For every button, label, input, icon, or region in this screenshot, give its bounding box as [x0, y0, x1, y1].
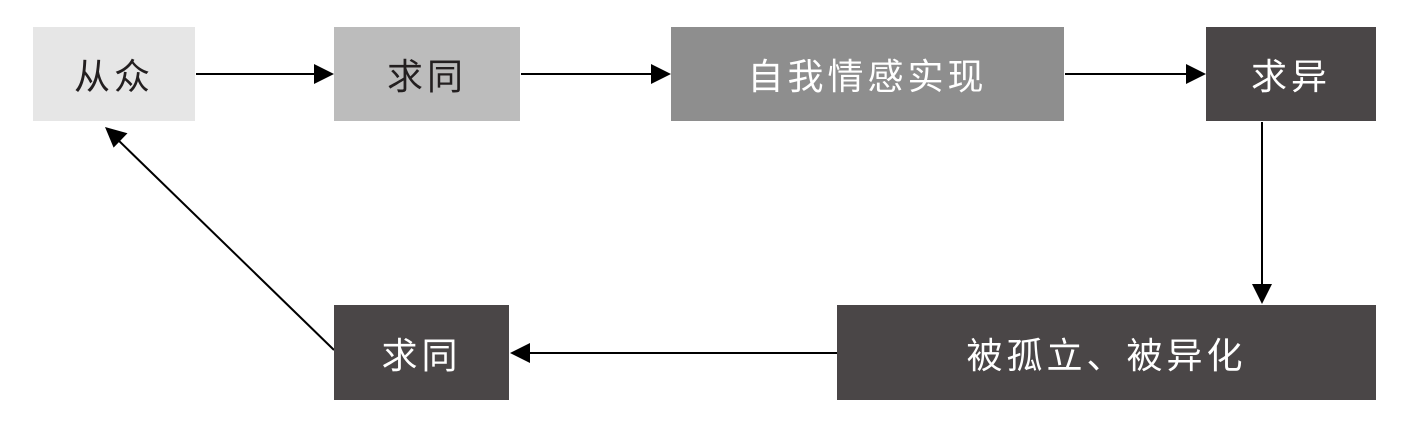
node-self-emotional-realization: 自我情感实现	[671, 27, 1064, 121]
edge-seek-diff-to-isolated	[1252, 122, 1272, 304]
edge-seek-same-to-self	[521, 64, 671, 84]
edge-isolated-to-seek-same-2	[510, 343, 837, 363]
node-label: 从众	[73, 57, 154, 98]
edge-self-to-seek-diff	[1065, 64, 1206, 84]
node-seek-same: 求同	[334, 27, 520, 121]
edge-conform-to-seek-same	[196, 64, 334, 84]
node-label: 自我情感实现	[747, 57, 988, 98]
node-seek-same-second: 求同	[334, 305, 509, 400]
node-seek-difference: 求异	[1206, 27, 1376, 121]
node-conform: 从众	[33, 27, 195, 121]
node-label: 被孤立、被异化	[966, 335, 1247, 377]
node-label: 求异	[1250, 57, 1331, 98]
node-label: 求同	[386, 57, 467, 98]
node-isolated-alienated: 被孤立、被异化	[837, 305, 1376, 400]
edge-seek-same-2-to-conform	[105, 127, 335, 351]
node-label: 求同	[381, 335, 462, 377]
